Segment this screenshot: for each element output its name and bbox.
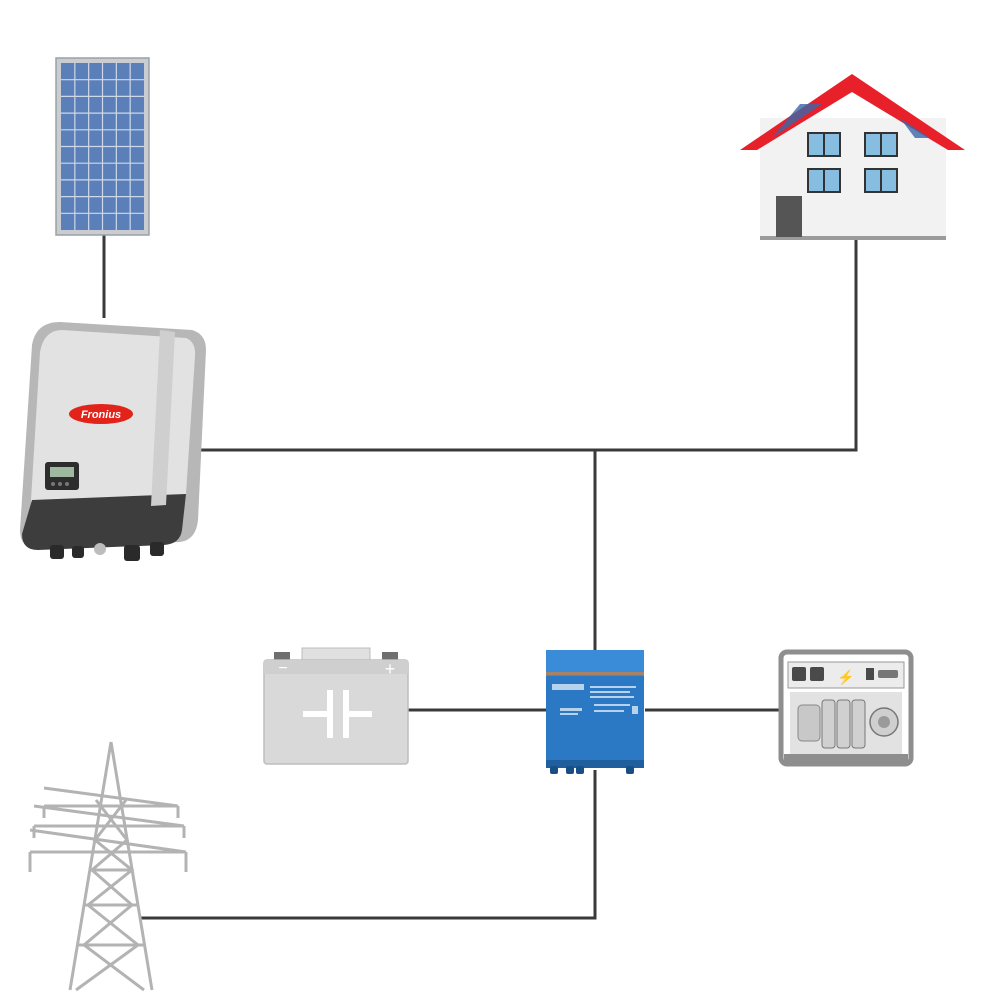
wiring — [102, 235, 858, 920]
fronius-logo: Fronius — [81, 409, 121, 421]
battery-icon: − + — [263, 647, 409, 765]
house-icon — [740, 74, 965, 240]
device-label-panel — [552, 684, 638, 715]
power-pylon-icon — [28, 741, 188, 992]
lightning-icon: ⚡ — [837, 669, 854, 686]
inverter-connectors — [50, 542, 164, 561]
generator-icon: ⚡ — [778, 649, 914, 767]
door-icon — [776, 196, 802, 237]
window-icon — [807, 132, 898, 193]
solar-panel-icon — [55, 57, 150, 236]
fronius-logo-icon: Fronius — [69, 404, 133, 424]
battery-minus-symbol: − — [278, 660, 287, 677]
capacitor-symbol — [303, 690, 372, 738]
inverter-charger-icon — [546, 650, 644, 774]
wire-inverter-to-house — [198, 240, 858, 452]
pv-inverter-icon: Fronius — [20, 322, 206, 561]
wire-multi-to-grid — [140, 770, 597, 920]
battery-plus-symbol: + — [385, 659, 396, 679]
